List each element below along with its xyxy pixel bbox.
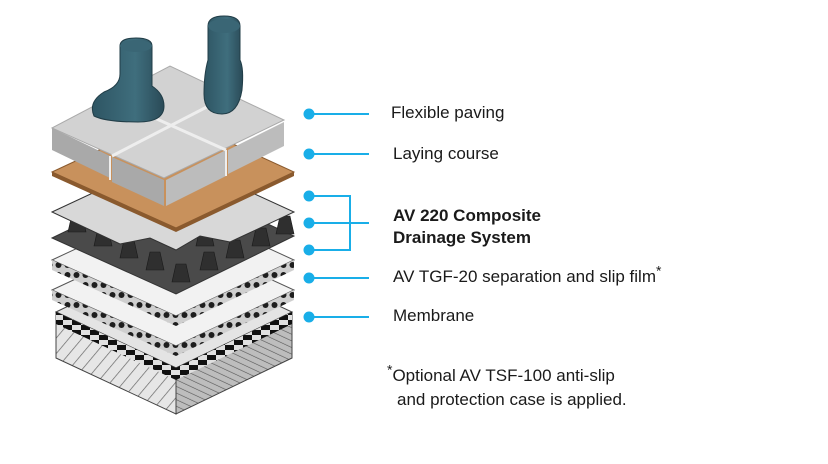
label-av220: AV 220 Composite Drainage System <box>393 205 541 249</box>
footnote-line2: and protection case is applied. <box>397 390 627 409</box>
callout-laying-course <box>303 148 369 160</box>
label-av220-line2: Drainage System <box>393 228 531 247</box>
label-separation-film: AV TGF-20 separation and slip film* <box>393 263 661 287</box>
callout-flexible-paving <box>303 108 369 120</box>
label-laying-course: Laying course <box>393 144 499 163</box>
footnote-marker: * <box>656 262 662 279</box>
footnote: *Optional AV TSF-100 anti-slip and prote… <box>387 361 627 412</box>
footnote-asterisk: * <box>387 361 393 378</box>
boots-illustration <box>91 15 244 123</box>
footnote-line1: Optional AV TSF-100 anti-slip <box>392 366 615 385</box>
label-membrane: Membrane <box>393 306 475 325</box>
label-flexible-paving: Flexible paving <box>391 103 505 122</box>
callout-lines <box>303 108 369 323</box>
label-av220-line1: AV 220 Composite <box>393 206 542 225</box>
callout-membrane <box>303 311 369 323</box>
callout-separation-film <box>303 272 369 284</box>
label-separation-film-text: AV TGF-20 separation and slip film <box>393 267 656 286</box>
callout-av220-bracket <box>303 190 369 256</box>
